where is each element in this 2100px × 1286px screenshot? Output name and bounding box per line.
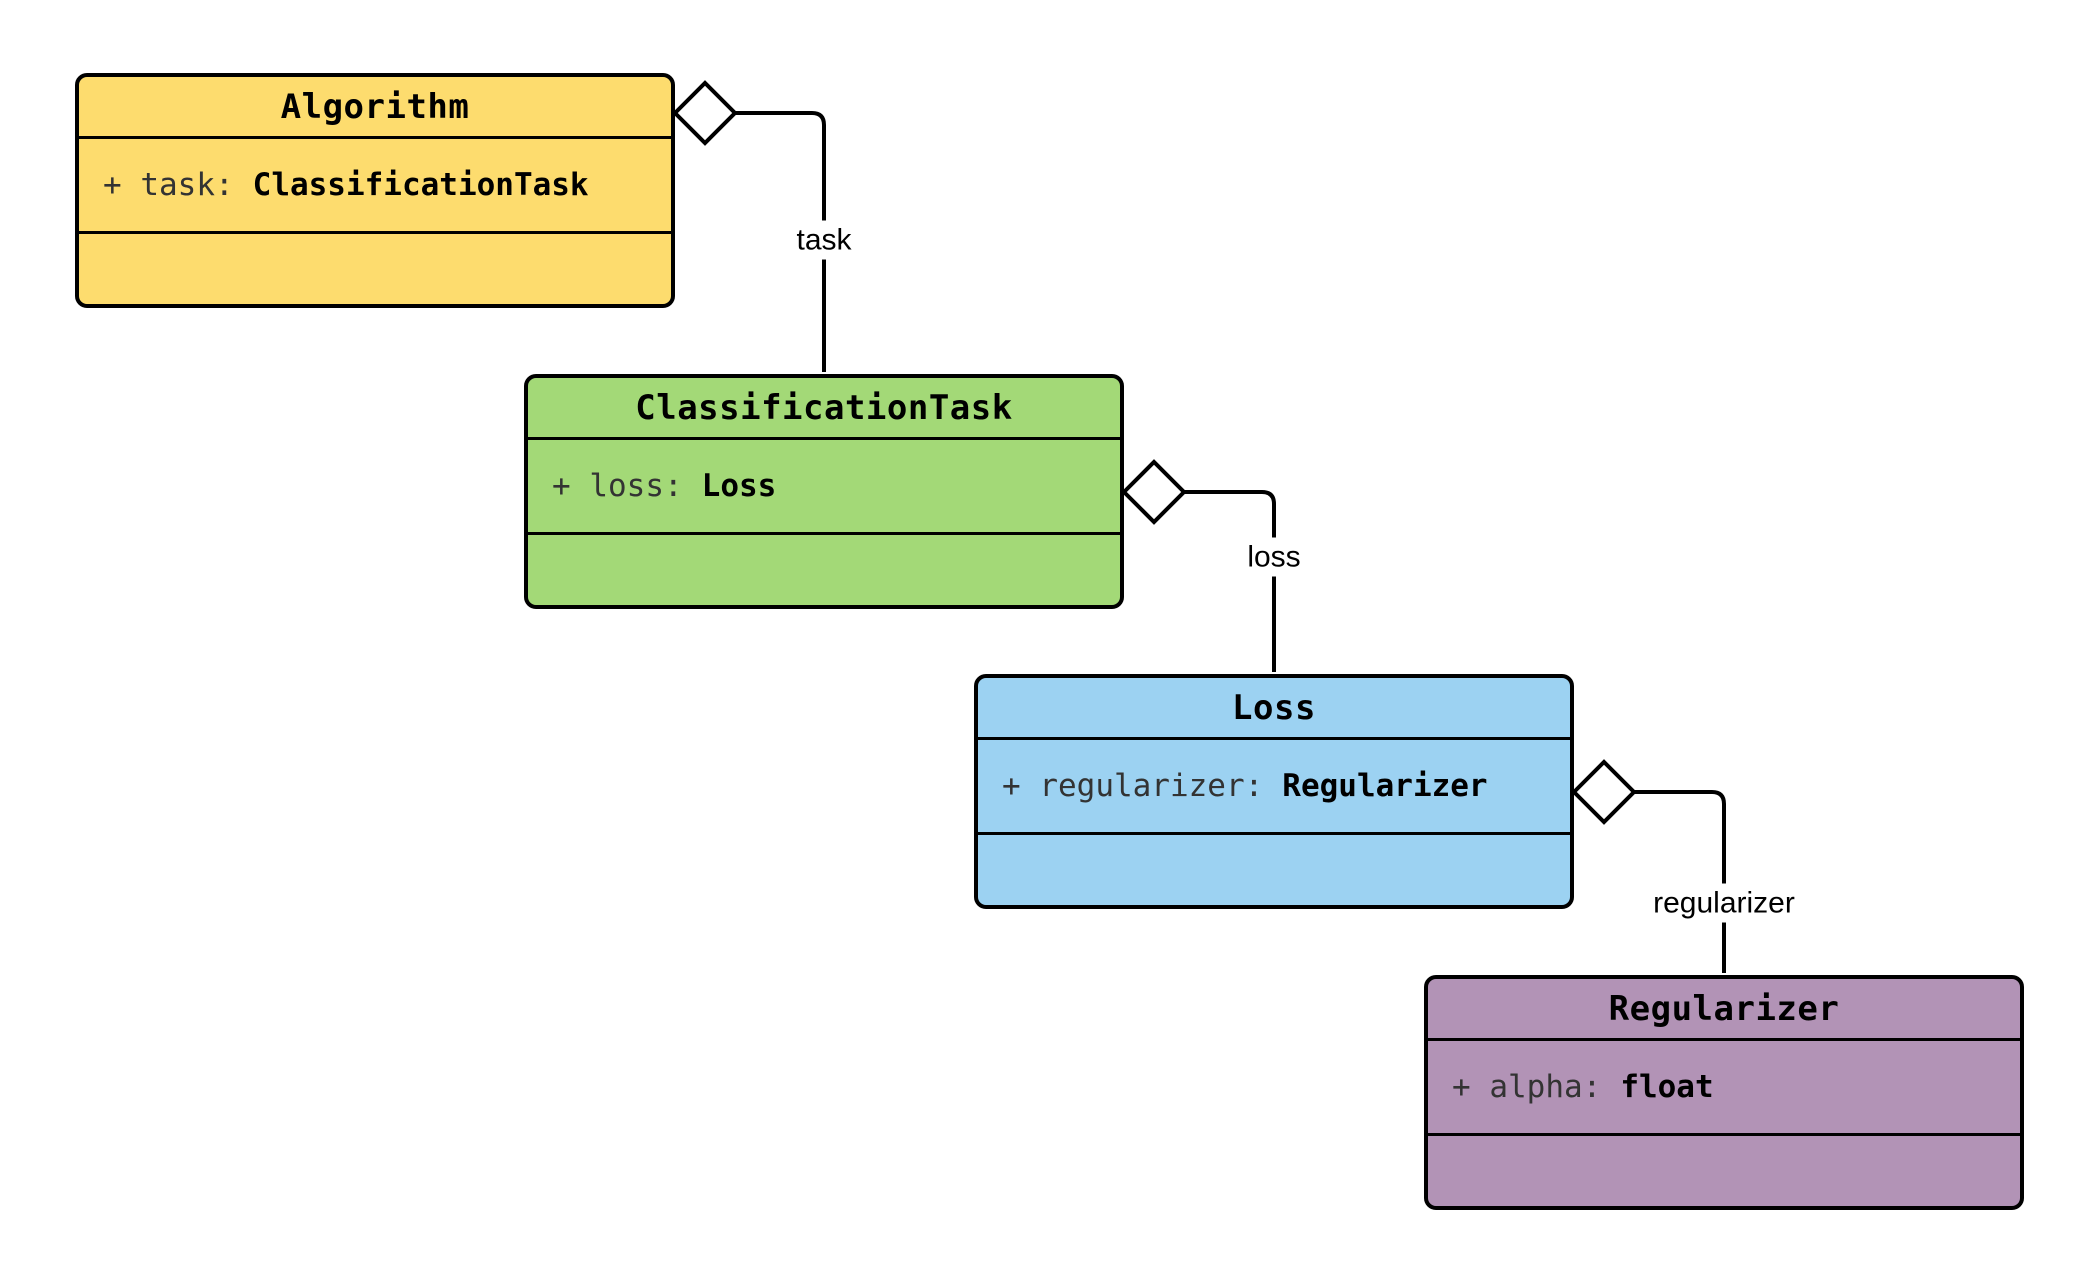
class-box-regularizer: Regularizer + alpha: float <box>1424 975 2024 1210</box>
class-attributes: + loss: Loss <box>528 437 1120 532</box>
attribute-type: Regularizer <box>1282 768 1488 804</box>
class-methods-empty <box>1428 1133 2020 1206</box>
class-title: Regularizer <box>1608 988 1840 1029</box>
attribute-name: + regularizer: <box>1002 768 1264 804</box>
class-box-classificationtask: ClassificationTask + loss: Loss <box>524 374 1124 609</box>
class-methods-empty <box>528 532 1120 605</box>
attribute-type: Loss <box>701 468 777 504</box>
edge-task-line <box>735 111 826 372</box>
class-title: Algorithm <box>280 86 470 127</box>
aggregation-diamond-icon <box>672 80 738 146</box>
class-attributes: + alpha: float <box>1428 1038 2020 1133</box>
class-box-algorithm: Algorithm + task: ClassificationTask <box>75 73 675 308</box>
class-attributes: + regularizer: Regularizer <box>978 737 1570 832</box>
edge-loss <box>1121 459 1276 672</box>
aggregation-diamond-icon <box>1571 759 1637 825</box>
attribute-name: + task: <box>103 167 234 203</box>
aggregation-diamond-icon <box>1121 459 1187 525</box>
edge-regularizer-line <box>1634 790 1726 973</box>
attribute-name: + loss: <box>552 468 683 504</box>
class-methods-empty <box>79 231 671 304</box>
edge-label-loss: loss <box>1239 537 1309 577</box>
edge-label-task: task <box>788 220 860 260</box>
attribute-type: ClassificationTask <box>252 167 589 203</box>
edge-loss-line <box>1184 490 1276 672</box>
class-box-loss: Loss + regularizer: Regularizer <box>974 674 1574 909</box>
attribute-name: + alpha: <box>1452 1069 1602 1105</box>
class-methods-empty <box>978 832 1570 905</box>
edge-label-regularizer: regularizer <box>1645 883 1803 923</box>
edge-task <box>672 80 826 372</box>
edge-regularizer <box>1571 759 1726 973</box>
class-title: ClassificationTask <box>635 387 1013 428</box>
class-attributes: + task: ClassificationTask <box>79 136 671 231</box>
class-title: Loss <box>1232 687 1316 728</box>
attribute-type: float <box>1620 1069 1714 1105</box>
